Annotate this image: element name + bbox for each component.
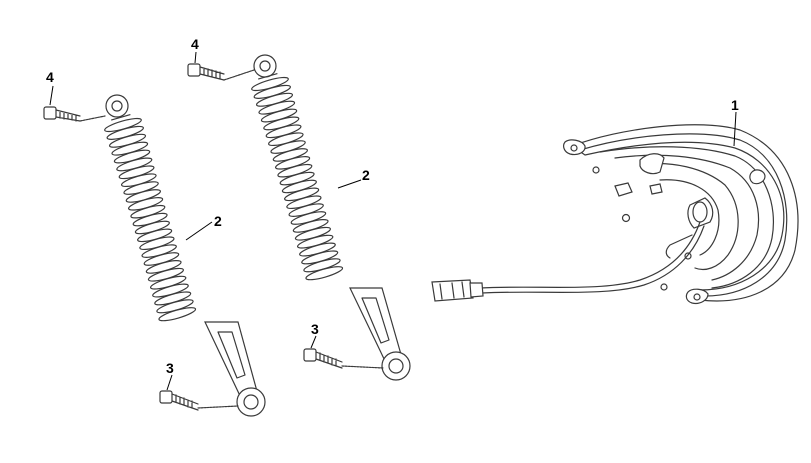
spring-coil-ring (158, 307, 197, 322)
callout-spring-left: 2 (214, 213, 222, 229)
spring-coil-left (104, 113, 197, 322)
bolt-lower-left[interactable] (159, 390, 239, 411)
spring-top-cap (111, 113, 131, 121)
bolt-upper-right[interactable] (187, 63, 255, 81)
callout-bolt-lower-right: 3 (311, 321, 319, 337)
spring-top-cap (258, 72, 278, 80)
bolt-lower-right[interactable] (303, 348, 384, 369)
light-assembly[interactable] (431, 124, 799, 305)
spring-coil-ring (305, 266, 344, 281)
bolt-upper-left[interactable] (43, 106, 106, 122)
callout-bolt-lower-left: 3 (166, 360, 174, 376)
shock-absorber-right[interactable] (250, 54, 411, 381)
callout-bolt-upper-right: 4 (191, 36, 199, 52)
callout-light-assembly: 1 (731, 97, 739, 113)
spring-coil-right (251, 72, 344, 281)
shock-absorber-left[interactable] (103, 94, 266, 417)
leader-lines (49, 51, 737, 391)
callout-bolt-upper-left: 4 (46, 69, 54, 85)
callout-spring-right: 2 (362, 167, 370, 183)
